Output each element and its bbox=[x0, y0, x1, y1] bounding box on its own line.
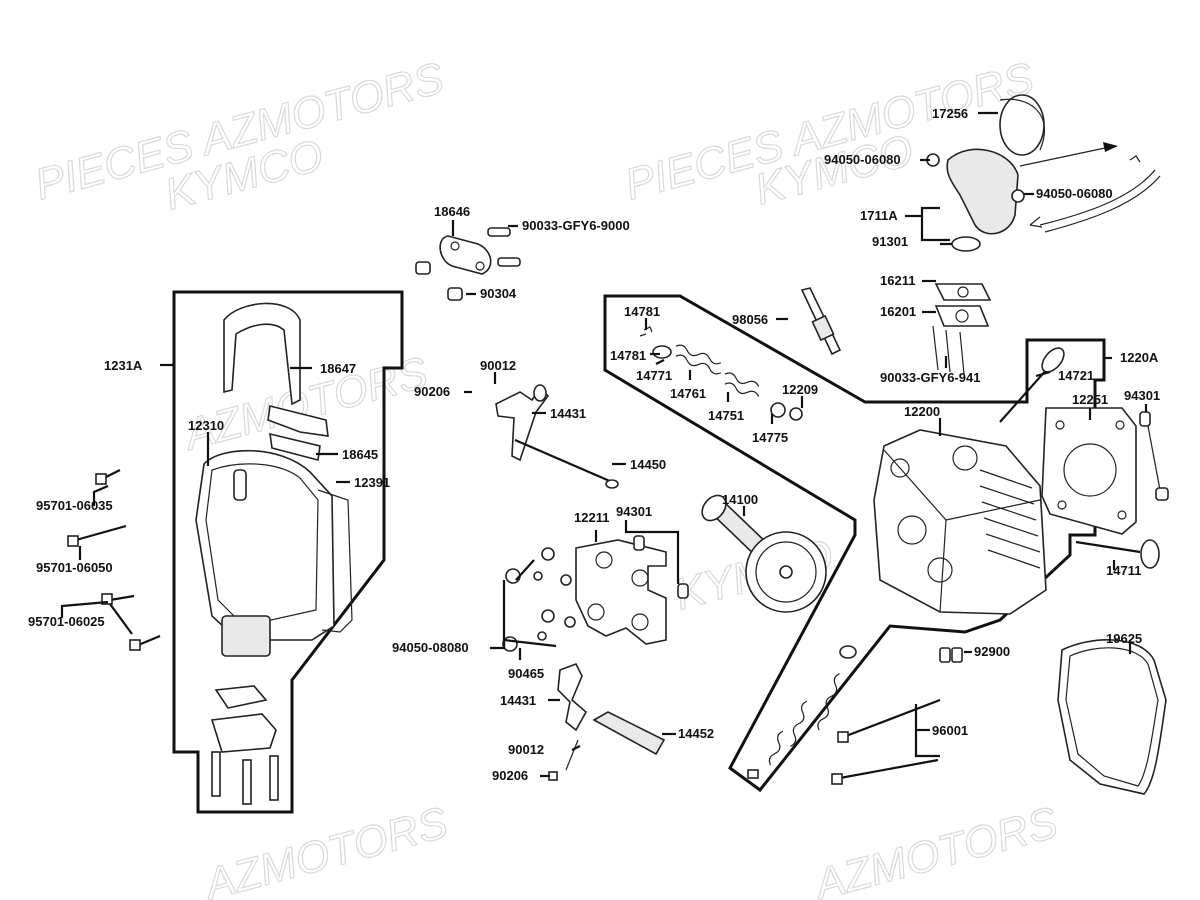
part-label: 1711A bbox=[860, 208, 898, 223]
part-label: 1231A bbox=[104, 358, 143, 373]
cover-bolt-parts bbox=[67, 469, 161, 651]
leader-lines bbox=[60, 111, 1148, 778]
head-gasket-part bbox=[1041, 407, 1169, 535]
intake-manifold-part bbox=[926, 94, 1161, 252]
valve-cover-part bbox=[195, 302, 353, 805]
part-label: 90304 bbox=[480, 286, 517, 301]
part-label: 12211 bbox=[574, 510, 609, 525]
spark-plug-part bbox=[800, 287, 842, 356]
part-label: 19625 bbox=[1106, 631, 1142, 646]
part-label: 12310 bbox=[188, 418, 224, 433]
part-labels: 17256 94050-06080 94050-06080 1711A 9130… bbox=[28, 106, 1160, 783]
part-label: 94050-06080 bbox=[824, 152, 901, 167]
part-label: 14431 bbox=[550, 406, 586, 421]
part-label: 1220A bbox=[1120, 350, 1159, 365]
part-label: 94301 bbox=[616, 504, 652, 519]
rocker-arm-parts bbox=[495, 384, 666, 781]
part-label: 90206 bbox=[414, 384, 450, 399]
part-label: 95701-06025 bbox=[28, 614, 105, 629]
part-label: 94301 bbox=[1124, 388, 1160, 403]
stud-bolt-parts bbox=[831, 647, 963, 785]
part-label: 14450 bbox=[630, 457, 666, 472]
part-label: 14771 bbox=[636, 368, 672, 383]
part-label: 12391 bbox=[354, 475, 390, 490]
part-label: 16201 bbox=[880, 304, 916, 319]
part-label: 14721 bbox=[1058, 368, 1094, 383]
part-label: 16211 bbox=[880, 273, 915, 288]
tensioner-spring-stack bbox=[747, 645, 857, 779]
nut-washer-set bbox=[502, 547, 576, 652]
part-label: 91301 bbox=[872, 234, 908, 249]
part-label: 90206 bbox=[492, 768, 528, 783]
part-label: 14711 bbox=[1106, 563, 1141, 578]
part-label: 14781 bbox=[610, 348, 646, 363]
part-label: 95701-06035 bbox=[36, 498, 113, 513]
part-label: 90012 bbox=[508, 742, 544, 757]
part-label: 12200 bbox=[904, 404, 940, 419]
valve-parts bbox=[999, 347, 1160, 569]
watermark-text: AZMOTORS bbox=[807, 798, 1063, 900]
part-label: 12251 bbox=[1072, 392, 1108, 407]
base-gasket-part bbox=[1057, 639, 1167, 795]
part-label: 12209 bbox=[782, 382, 818, 397]
part-label: 18645 bbox=[342, 447, 378, 462]
cam-holder-part bbox=[502, 535, 689, 652]
part-label: 14452 bbox=[678, 726, 714, 741]
camshaft-part bbox=[701, 494, 827, 613]
part-label: 14761 bbox=[670, 386, 706, 401]
part-label: 14751 bbox=[708, 408, 744, 423]
cylinder-head-part bbox=[873, 429, 1047, 615]
valve-spring-set-intake bbox=[639, 326, 803, 421]
part-label: 14775 bbox=[752, 430, 788, 445]
part-label: 14781 bbox=[624, 304, 660, 319]
part-label: 92900 bbox=[974, 644, 1010, 659]
part-label: 17256 bbox=[932, 106, 968, 121]
part-label: 90012 bbox=[480, 358, 516, 373]
part-label: 96001 bbox=[932, 723, 968, 738]
part-label: 18646 bbox=[434, 204, 470, 219]
valve-cover-group-outline bbox=[172, 290, 404, 814]
part-label: 94050-08080 bbox=[392, 640, 469, 655]
part-label: 94050-06080 bbox=[1036, 186, 1113, 201]
part-label: 90465 bbox=[508, 666, 544, 681]
part-label: 90033-GFY6-941 bbox=[880, 370, 980, 385]
part-label: 14431 bbox=[500, 693, 536, 708]
part-label: 14100 bbox=[722, 492, 758, 507]
part-label: 18647 bbox=[320, 361, 356, 376]
insulator-gasket-parts bbox=[932, 283, 992, 375]
reed-gasket-part bbox=[415, 227, 521, 301]
part-label: 95701-06050 bbox=[36, 560, 113, 575]
part-label: 98056 bbox=[732, 312, 768, 327]
part-label: 90033-GFY6-9000 bbox=[522, 218, 630, 233]
